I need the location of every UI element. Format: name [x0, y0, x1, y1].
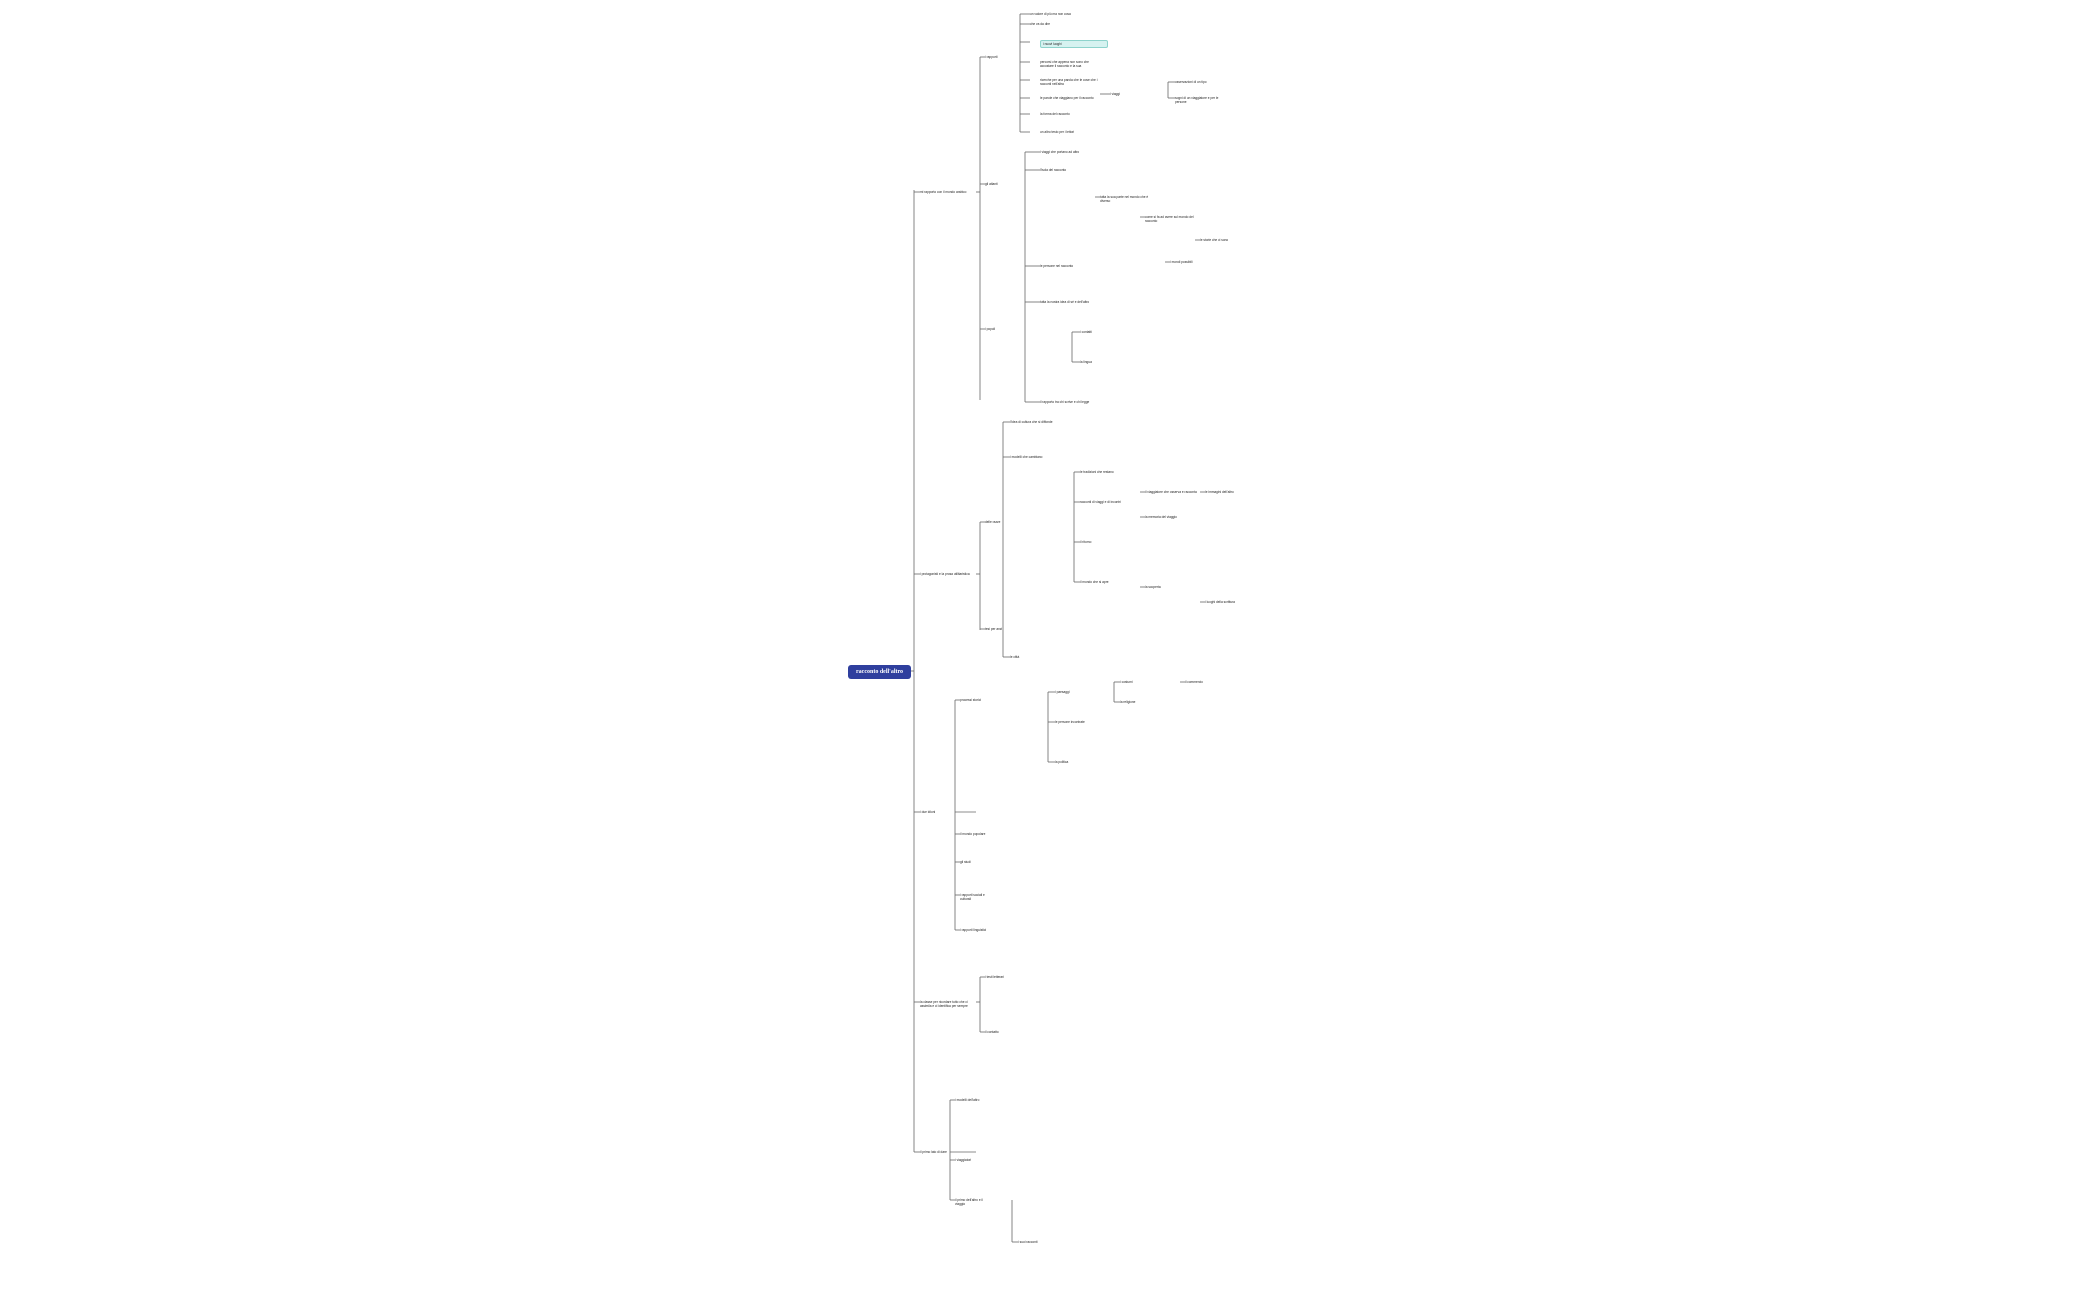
leaf-node[interactable]: i nuovi luoghi	[1040, 40, 1108, 49]
leaf-node[interactable]: tutta la sua parte nel mondo che è diver…	[1100, 195, 1149, 204]
leaf-node[interactable]: un valore di più ma non cosa	[1030, 12, 1071, 16]
branch-node[interactable]: i due idioni	[920, 810, 936, 814]
leaf-node[interactable]: percorsi che appena non sono che accosta…	[1040, 60, 1089, 69]
subbranch-node[interactable]: i viaggiatori	[955, 1158, 972, 1162]
leaf-node[interactable]: l'idea di cultura che si diffonde	[1010, 420, 1053, 424]
leaf-node[interactable]: il viaggiatore che osserva e racconta	[1145, 490, 1197, 494]
subbranch-node[interactable]: gli studi	[960, 860, 971, 864]
leaf-node[interactable]: le città	[1010, 655, 1020, 659]
leaf-node[interactable]: la forma del racconto	[1040, 112, 1070, 116]
branch-node[interactable]: la classe per ricordare tutto che ci ass…	[920, 1000, 968, 1009]
subbranch-node[interactable]: i modelli dell'altro	[955, 1098, 980, 1102]
branch-node[interactable]: i protagonisti e la prosa utilitaristica	[920, 572, 970, 576]
subbranch-node[interactable]: i testi letterari	[985, 975, 1004, 979]
leaf-node[interactable]: tutta la nostra idea di sé e dell'altro	[1040, 300, 1090, 304]
leaf-node[interactable]: le persone nel racconto	[1040, 264, 1074, 268]
subbranch-node[interactable]: il mondo popolare	[960, 832, 986, 836]
leaf-node[interactable]: il mondo che si apre	[1080, 580, 1109, 584]
subbranch-node[interactable]: processi storici	[960, 698, 982, 702]
subbranch-node[interactable]: i popoli	[985, 327, 996, 331]
branch-node[interactable]: il primo lato di dare	[920, 1150, 947, 1154]
leaf-node[interactable]: racconti di viaggi e di incontri	[1080, 500, 1121, 504]
subbranch-node[interactable]: i rapporti sociali e culturali	[960, 893, 985, 902]
leaf-node[interactable]: le persone incontrate	[1055, 720, 1085, 724]
leaf-node[interactable]: la scoperta	[1145, 585, 1161, 589]
subbranch-node[interactable]: delle razze	[985, 520, 1001, 524]
leaf-node[interactable]: ricerche per una parola che le cose che …	[1040, 78, 1098, 87]
subbranch-node[interactable]: i suoi racconti	[1018, 1240, 1038, 1244]
leaf-node[interactable]: i modelli che cambiano	[1010, 455, 1043, 459]
leaf-node[interactable]: il rapporto tra chi scrive e chi legge	[1040, 400, 1090, 404]
leaf-node[interactable]: i contatti	[1080, 330, 1092, 334]
leaf-node[interactable]: i paesaggi	[1055, 690, 1070, 694]
subbranch-node[interactable]: gli atlanti	[985, 182, 998, 186]
leaf-node[interactable]: i mondi possibili	[1170, 260, 1193, 264]
leaf-node[interactable]: i viaggi che portano ad altro	[1040, 150, 1080, 154]
leaf-node[interactable]: i viaggi	[1110, 92, 1120, 96]
leaf-node[interactable]: che va da dire	[1030, 22, 1051, 26]
leaf-node[interactable]: le parole che viaggiano per il racconto	[1040, 96, 1094, 100]
root-node[interactable]: racconto dell'altro	[848, 665, 912, 679]
leaf-node[interactable]: sogni di un viaggiatore e per le persone	[1175, 96, 1219, 105]
subbranch-node[interactable]: tesi per anzi	[985, 627, 1003, 631]
subbranch-node[interactable]: i rapporti	[985, 55, 998, 59]
leaf-node[interactable]: l'isola del racconto	[1040, 168, 1067, 172]
leaf-node[interactable]: il commercio	[1185, 680, 1203, 684]
leaf-node[interactable]: il ritorno	[1080, 540, 1092, 544]
leaf-node[interactable]: le tradizioni che restano	[1080, 470, 1114, 474]
leaf-node[interactable]: la politica	[1055, 760, 1069, 764]
leaf-node[interactable]: un altro testo per i lettori	[1040, 130, 1075, 134]
leaf-node[interactable]: la religione	[1120, 700, 1136, 704]
leaf-node[interactable]: la memoria del viaggio	[1145, 515, 1177, 519]
leaf-node[interactable]: la lingua	[1080, 360, 1092, 364]
leaf-node[interactable]: le storie che ci sono	[1200, 238, 1229, 242]
leaf-node[interactable]: i costumi	[1120, 680, 1133, 684]
branch-node[interactable]: mi rapporto con il mondo arabico	[920, 190, 967, 194]
subbranch-node[interactable]: il primo dell'altro e il viaggio	[955, 1198, 983, 1207]
subbranch-node[interactable]: il contatto	[985, 1030, 999, 1034]
leaf-node[interactable]: i luoghi della scrittura	[1205, 600, 1235, 604]
leaf-node[interactable]: osservazioni di un tipo	[1175, 80, 1207, 84]
subbranch-node[interactable]: i rapporti linguistici	[960, 928, 987, 932]
leaf-node[interactable]: come si fa ad avere sul mondo del raccon…	[1145, 215, 1194, 224]
leaf-node[interactable]: le immagini dell'altro	[1205, 490, 1234, 494]
